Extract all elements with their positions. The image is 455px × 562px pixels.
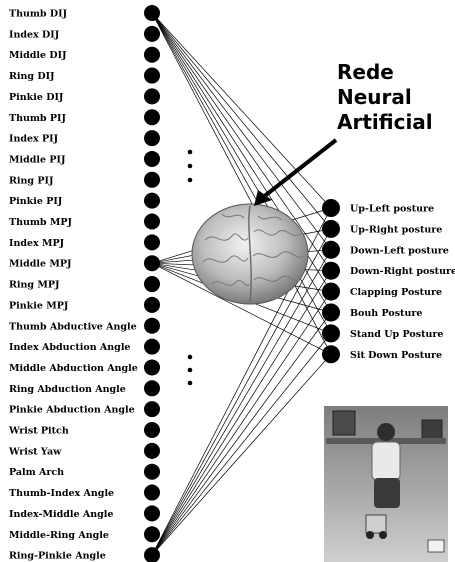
input-label: Index-Middle Angle: [9, 509, 113, 520]
input-node: [144, 339, 160, 355]
input-node: [144, 297, 160, 313]
input-node: [144, 109, 160, 125]
input-label: Thumb Abductive Angle: [9, 321, 137, 332]
input-label: Middle-Ring Angle: [9, 530, 109, 541]
input-label: Thumb MPJ: [9, 217, 73, 228]
title-line-1: Rede: [337, 60, 394, 84]
input-label: Ring PIJ: [9, 175, 54, 186]
output-layer: Up-Left postureUp-Right postureDown-Left…: [322, 199, 455, 363]
output-node: [322, 345, 340, 363]
input-node: [144, 443, 160, 459]
output-node: [322, 324, 340, 342]
input-node: [144, 464, 160, 480]
output-node: [322, 199, 340, 217]
input-node: [144, 193, 160, 209]
connection-line: [152, 333, 331, 555]
output-label: Bouh Posture: [350, 308, 422, 319]
input-node: [144, 234, 160, 250]
input-node: [144, 485, 160, 501]
input-label: Thumb PIJ: [9, 113, 66, 124]
input-label: Thumb-Index Angle: [9, 488, 114, 499]
title-line-3: Artificial: [337, 110, 433, 134]
input-node: [144, 5, 160, 21]
ellipsis-upper: [188, 150, 193, 183]
output-label: Down-Left posture: [350, 245, 449, 256]
output-node: [322, 283, 340, 301]
input-label: Middle MPJ: [9, 259, 72, 270]
brain-image: [192, 204, 308, 304]
input-node: [144, 276, 160, 292]
connection-line: [152, 13, 331, 229]
title-line-2: Neural: [337, 85, 412, 109]
input-label: Wrist Yaw: [8, 446, 62, 457]
input-node: [144, 526, 160, 542]
connection-line: [152, 13, 331, 208]
input-node: [144, 172, 160, 188]
input-label: Pinkie PIJ: [9, 196, 63, 207]
input-node: [144, 318, 160, 334]
input-label: Wrist Pitch: [8, 426, 69, 437]
output-node: [322, 241, 340, 259]
input-label: Pinkie Abduction Angle: [9, 405, 135, 416]
input-node: [144, 359, 160, 375]
input-node: [144, 255, 160, 271]
ellipsis-lower: [188, 355, 193, 386]
input-node: [144, 88, 160, 104]
output-label: Up-Left posture: [350, 204, 434, 215]
input-label: Pinkie MPJ: [9, 300, 69, 311]
input-node: [144, 130, 160, 146]
input-label: Ring Abduction Angle: [9, 384, 126, 395]
input-label: Index MPJ: [9, 238, 65, 249]
input-node: [144, 47, 160, 63]
input-layer: Thumb DIJ Index DIJ Middle DIJ Ring DIJ Pink…: [8, 5, 160, 562]
output-label: Down-Right posture: [350, 266, 455, 277]
output-label: Stand Up Posture: [350, 329, 443, 340]
input-label: Ring-Pinkie Angle: [9, 551, 106, 562]
output-node: [322, 220, 340, 238]
input-label: Ring DIJ: [9, 71, 55, 82]
output-label: Sit Down Posture: [350, 350, 442, 361]
input-label: Ring MPJ: [9, 280, 60, 291]
input-label: Middle PIJ: [9, 154, 66, 165]
input-node: [144, 214, 160, 230]
output-label: Clapping Posture: [350, 287, 442, 298]
input-node: [144, 380, 160, 396]
connection-line: [152, 292, 331, 555]
output-node: [322, 262, 340, 280]
output-node: [322, 304, 340, 322]
robot-photo: [324, 406, 448, 562]
input-node: [144, 26, 160, 42]
input-node: [144, 68, 160, 84]
connection-line: [152, 354, 331, 555]
input-node: [144, 151, 160, 167]
input-node: [144, 422, 160, 438]
diagram-title: Rede Neural Artificial: [337, 60, 433, 134]
title-arrow: [254, 140, 336, 206]
input-node: [144, 505, 160, 521]
output-label: Up-Right posture: [350, 224, 442, 235]
input-label: Thumb DIJ: [9, 9, 68, 20]
input-label: Pinkie DIJ: [9, 92, 64, 103]
input-label: Middle DIJ: [9, 50, 67, 61]
input-label: Index DIJ: [9, 29, 60, 40]
input-label: Middle Abduction Angle: [9, 363, 138, 374]
input-label: Index PIJ: [9, 134, 59, 145]
input-label: Index Abduction Angle: [9, 342, 130, 353]
input-label: Palm Arch: [9, 467, 64, 478]
connection-line: [152, 313, 331, 556]
input-node: [144, 401, 160, 417]
connection-line: [152, 271, 331, 555]
